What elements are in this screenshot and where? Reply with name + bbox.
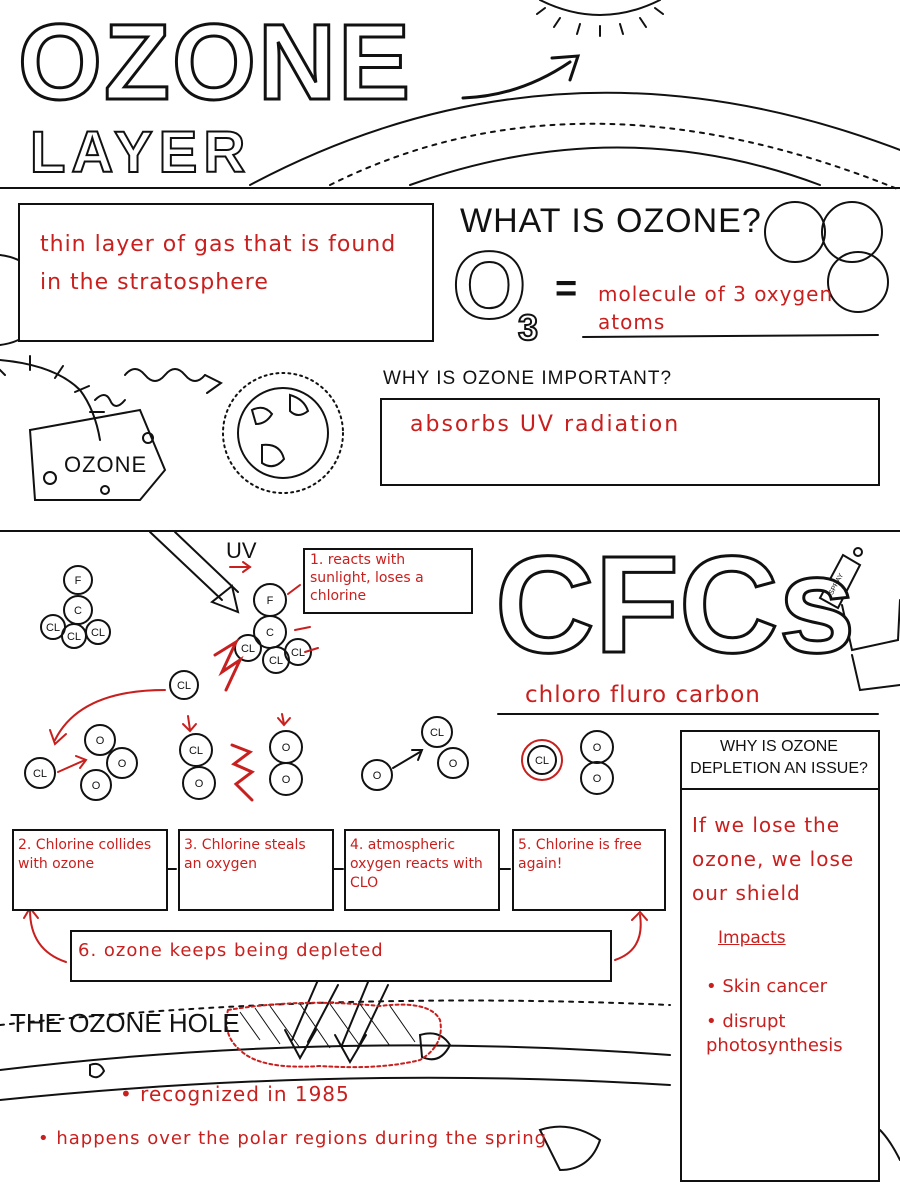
atom-cl: CL <box>269 655 283 667</box>
ozone-definition: thin layer of gas that is found in the s… <box>40 232 397 295</box>
step6-box <box>70 930 612 982</box>
spray-can-label: SPRAY <box>828 572 845 596</box>
cheese-ozone-icon <box>28 408 167 501</box>
cfcs-title: CFCs <box>493 528 856 682</box>
definition-box <box>18 203 434 342</box>
depletion-panel <box>680 730 880 1182</box>
earth-icon <box>237 387 329 479</box>
why-important-box <box>380 398 880 486</box>
step-text: 4. atmospheric oxygen reacts with CLO <box>350 837 483 891</box>
step6-text: 6. ozone keeps being depleted <box>78 940 384 961</box>
step-text: 5. Chlorine is free again! <box>518 837 642 872</box>
depletion-divider <box>680 788 878 790</box>
atom-o: O <box>118 758 127 770</box>
step-box <box>512 829 666 911</box>
step1-box <box>303 548 473 614</box>
atom-o: O <box>373 770 382 782</box>
atom-c: C <box>74 605 82 617</box>
what-is-ozone-heading: WHAT IS OZONE? <box>460 202 762 240</box>
hole-fact: • recognized in 1985 <box>120 1082 350 1106</box>
atom-cl: CL <box>430 727 444 739</box>
atom-cl: CL <box>91 627 105 639</box>
atom-cl: CL <box>241 643 255 655</box>
atom-c: C <box>266 627 274 639</box>
why-important-heading: WHY IS OZONE IMPORTANT? <box>383 368 673 389</box>
atom-f: F <box>75 575 82 587</box>
step1-text: 1. reacts with sunlight, loses a chlorin… <box>310 552 424 604</box>
atom-o: O <box>593 773 602 785</box>
atom-f: F <box>267 595 274 607</box>
hole-fact: • happens over the polar regions during … <box>38 1128 548 1149</box>
formula-o: O <box>451 232 528 339</box>
step-text: 3. Chlorine steals an oxygen <box>184 837 306 872</box>
atom-o: O <box>96 735 105 747</box>
cheese-label: OZONE <box>64 452 148 477</box>
ozone-hole-icon <box>225 1001 442 1069</box>
depletion-heading: WHY IS OZONE DEPLETION AN ISSUE? <box>690 738 868 777</box>
step-box <box>12 829 168 911</box>
impacts-title: Impacts <box>718 928 786 948</box>
depletion-answer: If we lose the ozone, we lose our shield <box>692 813 855 905</box>
impact-item: • disrupt photosynthesis <box>706 1011 843 1056</box>
sun-top-icon <box>539 0 661 16</box>
formula-subscript: 3 <box>517 307 539 348</box>
spray-can-icon <box>818 553 862 610</box>
ozone-hole-heading: THE OZONE HOLE <box>10 1008 240 1038</box>
atom-cl: CL <box>189 745 203 757</box>
step-box <box>344 829 500 911</box>
page-subtitle: LAYER <box>29 120 252 185</box>
atom-cl: CL <box>291 647 305 659</box>
impact-item: • Skin cancer <box>706 976 828 997</box>
uv-label: UV <box>226 538 257 563</box>
atom-o: O <box>449 758 458 770</box>
atom-o: O <box>195 778 204 790</box>
atom-cl: CL <box>67 631 81 643</box>
why-important-answer: absorbs UV radiation <box>410 412 681 437</box>
cfcs-full-name: chloro fluro carbon <box>525 682 761 708</box>
atom-cl: CL <box>535 755 549 767</box>
step-box <box>178 829 334 911</box>
atom-o: O <box>92 780 101 792</box>
atom-o: O <box>282 774 291 786</box>
page-title: OZONE <box>16 1 413 122</box>
atom-cl: CL <box>177 680 191 692</box>
atom-o: O <box>282 742 291 754</box>
atom-cl: CL <box>46 622 60 634</box>
formula-equals: = <box>555 268 578 310</box>
atom-cl: CL <box>33 768 47 780</box>
atom-o: O <box>593 742 602 754</box>
step-text: 2. Chlorine collides with ozone <box>18 837 152 872</box>
molecule-description: molecule of 3 oxygen atoms <box>598 282 834 334</box>
